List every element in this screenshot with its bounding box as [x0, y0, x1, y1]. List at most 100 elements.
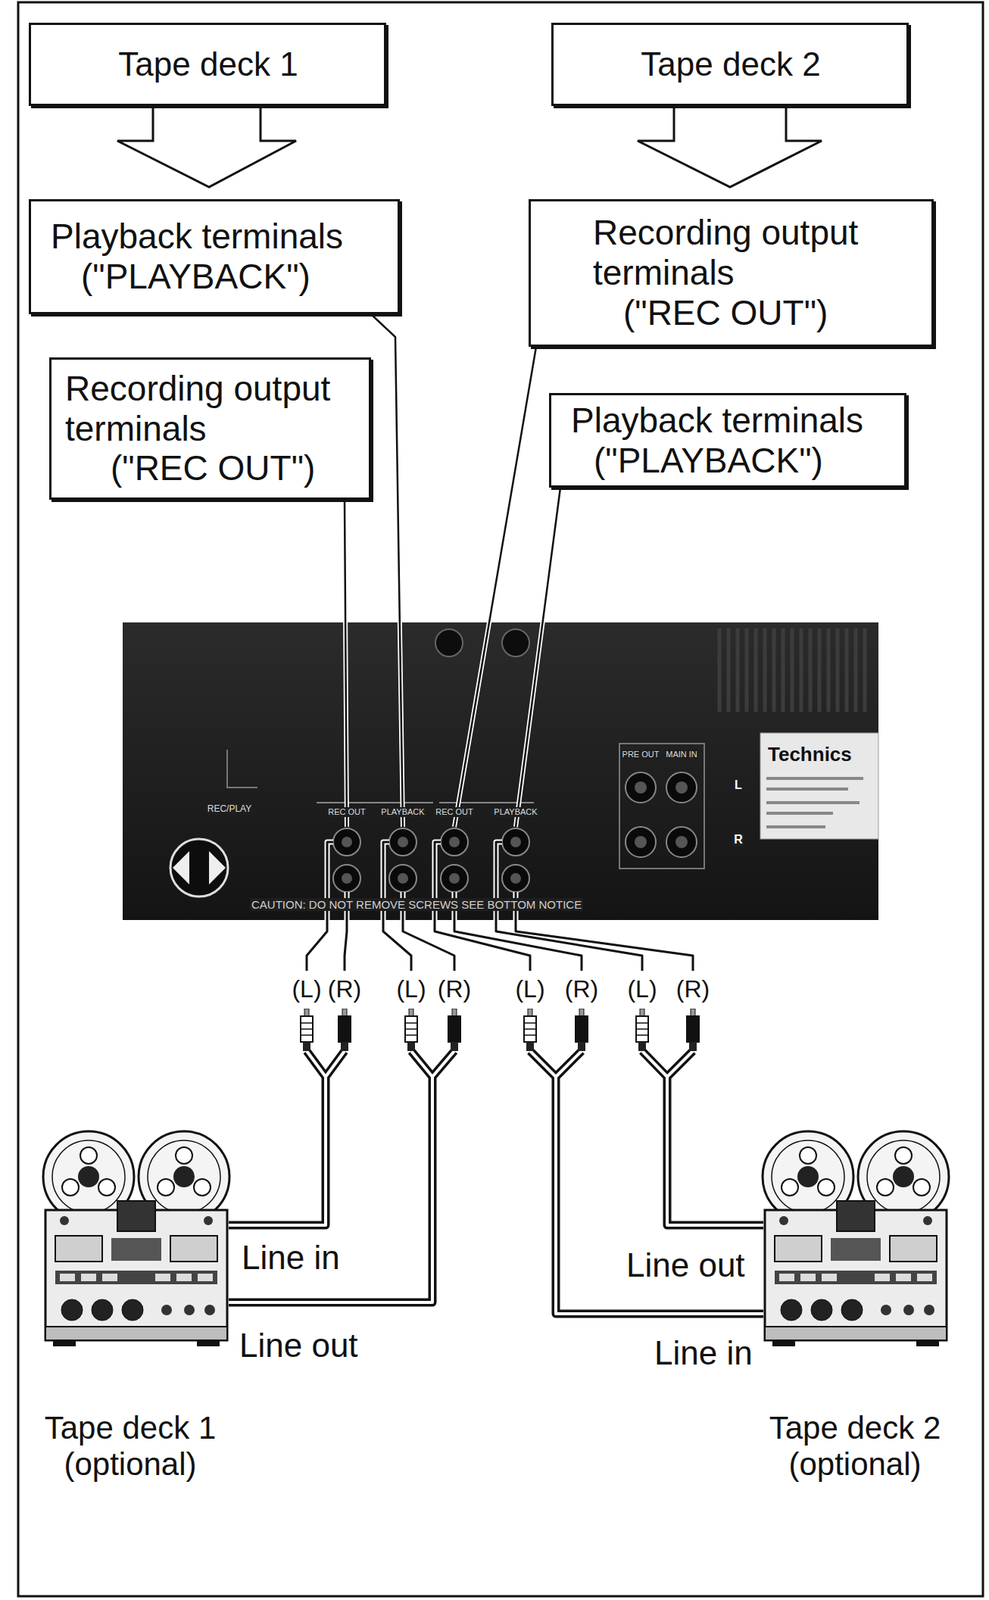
box-text: ("REC OUT") [65, 448, 363, 489]
channel-label: (R) [563, 975, 600, 1004]
amplifier-rear-panel [397, 836, 409, 848]
channel-label: (L) [513, 975, 546, 1004]
amplifier-rear-panel [760, 733, 879, 840]
amplifier-rear-panel [502, 864, 530, 893]
rca-plug [636, 1008, 649, 1052]
amplifier-rear-panel [766, 778, 864, 827]
box-text: Playback terminals [50, 216, 392, 257]
amplifier-rear-panel [675, 836, 688, 849]
channel-label: (L) [625, 975, 659, 1004]
amplifier-rear-panel [122, 622, 879, 921]
amplifier-rear-panel [341, 781, 688, 884]
rca-plug [300, 1008, 313, 1052]
amplifier-rear-panel [625, 772, 656, 803]
connection-label: Line in [240, 1238, 342, 1278]
connection-label: Line out [237, 1326, 360, 1366]
callout-box: Playback terminals("PLAYBACK") [28, 199, 400, 315]
amplifier-rear-panel [502, 629, 530, 657]
channel-label: (R) [436, 975, 473, 1004]
amplifier-rear-panel [122, 622, 879, 921]
box-text: ("PLAYBACK") [570, 440, 899, 481]
amplifier-rear-panel [619, 743, 705, 869]
tape-deck-illustration [762, 1131, 949, 1347]
amplifier-rear-panel [440, 864, 468, 893]
amplifier-rear-panel [634, 836, 647, 849]
panel-label: REC/PLAY [205, 804, 253, 815]
box-text: Playback terminals [570, 400, 899, 441]
rca-plug [686, 1008, 699, 1052]
amplifier-rear-panel [172, 851, 226, 885]
callout-box: Tape deck 2 [551, 22, 909, 107]
amplifier-rear-panel [333, 772, 697, 893]
callout-box: Tape deck 1 [28, 22, 387, 107]
amplifier-rear-panel [316, 801, 534, 804]
panel-label: PLAYBACK [379, 807, 426, 818]
rca-plug [524, 1008, 537, 1052]
amplifier-rear-panel [227, 749, 258, 788]
panel-label: REC OUT [433, 807, 475, 818]
amplifier-rear-panel [510, 873, 522, 884]
rca-plug [405, 1008, 418, 1052]
tape-deck-illustration [43, 1131, 949, 1347]
caution-note: CAUTION: DO NOT REMOVE SCREWS SEE BOTTOM… [249, 898, 584, 912]
callout-arrow [637, 102, 822, 188]
amplifier-rear-panel [449, 836, 460, 848]
amplifier-rear-panel [510, 836, 522, 848]
box-text: Recording output terminals [592, 212, 926, 294]
amplifier-rear-panel [675, 781, 688, 794]
rca-plug [575, 1008, 588, 1052]
callout-arrow [117, 102, 297, 188]
channel-label: (L) [290, 975, 323, 1004]
cable [228, 1051, 764, 1314]
connection-label: Line out [624, 1246, 747, 1286]
brand-name: Technics [766, 743, 854, 767]
connection-label: Line in [652, 1334, 755, 1373]
panel-label: MAIN IN [664, 749, 699, 760]
leader-line [344, 314, 561, 827]
box-text: ("PLAYBACK") [50, 256, 392, 297]
leader-line [344, 314, 561, 827]
box-text: ("REC OUT") [592, 293, 926, 334]
amplifier-rear-panel [440, 828, 468, 856]
amplifier-rear-panel [435, 629, 463, 657]
amplifier-rear-panel [719, 628, 865, 712]
channel-label: (R) [326, 975, 363, 1004]
panel-label: PRE OUT [620, 749, 662, 760]
callout-box: Recording output terminals("REC OUT") [49, 357, 372, 500]
amplifier-rear-panel [170, 839, 228, 897]
cable [228, 1051, 764, 1314]
rca-plug [338, 1008, 351, 1052]
tape-deck-illustration [43, 1131, 230, 1347]
cable [228, 1051, 764, 1314]
channel-label: (R) [674, 975, 712, 1004]
box-text: Tape deck 1 [38, 45, 378, 85]
amplifier-rear-panel [625, 826, 656, 858]
panel-label: REC OUT [326, 807, 368, 818]
deck-caption: Tape deck 2 (optional) [733, 1410, 977, 1484]
amplifier-rear-panel [341, 836, 353, 848]
box-text: Recording output terminals [65, 368, 363, 450]
frame [18, 2, 983, 1597]
rca-plug [300, 1008, 699, 1052]
leader-line [344, 314, 561, 827]
amplifier-rear-panel [389, 828, 417, 856]
amplifier-rear-panel [666, 826, 697, 858]
box-text: Tape deck 2 [561, 45, 901, 85]
amplifier-rear-panel [333, 828, 361, 856]
deck-caption: Tape deck 1 (optional) [9, 1410, 252, 1484]
amplifier-rear-panel [449, 873, 460, 884]
amplifier-rear-panel [666, 772, 697, 803]
amplifier-rear-panel [341, 873, 353, 884]
amplifier-rear-panel [333, 864, 361, 893]
amplifier-rear-panel [502, 828, 530, 856]
amplifier-rear-panel [634, 781, 647, 794]
amplifier-rear-panel [397, 873, 409, 884]
panel-label: PLAYBACK [492, 807, 539, 818]
callout-arrow [117, 102, 822, 188]
callout-box: Playback terminals("PLAYBACK") [549, 393, 907, 488]
channel-mark: L [733, 778, 744, 793]
rca-plug [448, 1008, 461, 1052]
channel-mark: R [732, 833, 745, 847]
channel-label: (L) [394, 975, 428, 1004]
amplifier-rear-panel [389, 864, 417, 893]
